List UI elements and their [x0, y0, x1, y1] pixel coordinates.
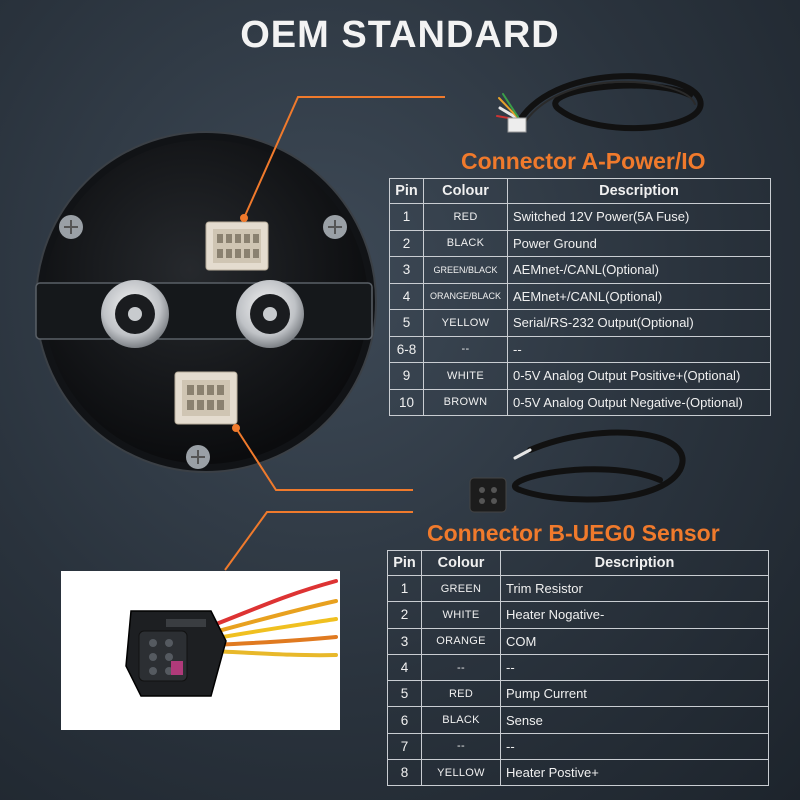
- description-cell: Heater Postive+: [500, 759, 769, 787]
- pin-cell: 9: [389, 362, 424, 390]
- colour-cell: BLACK: [423, 229, 508, 257]
- gauge-back: [35, 131, 377, 473]
- screw-icon: [59, 215, 83, 239]
- table-row: 7----: [387, 732, 769, 761]
- description-cell: --: [500, 653, 769, 682]
- cable-b: [469, 429, 686, 513]
- connector-a-title: Connector A-Power/IO: [461, 148, 706, 174]
- connector-b-title: Connector B-UEG0 Sensor: [427, 520, 720, 546]
- description-cell: Switched 12V Power(5A Fuse): [507, 203, 771, 231]
- pin-cell: 10: [389, 388, 424, 416]
- pin-cell: 4: [389, 282, 424, 310]
- pin-header: Pin: [389, 178, 424, 204]
- mounting-nut-icon: [101, 280, 169, 348]
- colour-cell: WHITE: [423, 362, 508, 390]
- description-cell: --: [507, 335, 771, 363]
- colour-header: Colour: [423, 178, 508, 204]
- table-row: 6-8----: [389, 335, 771, 363]
- description-cell: 0-5V Analog Output Negative-(Optional): [507, 388, 771, 416]
- description-cell: Serial/RS-232 Output(Optional): [507, 309, 771, 337]
- pin-cell: 2: [387, 601, 422, 629]
- pin-cell: 1: [387, 574, 422, 603]
- screw-icon: [186, 445, 210, 469]
- sensor-plug-icon: [125, 579, 338, 697]
- cable-a: [496, 73, 704, 133]
- connector-b-socket: [174, 371, 238, 425]
- colour-cell: YELLOW: [423, 309, 508, 337]
- colour-cell: ORANGE: [421, 627, 501, 655]
- colour-header: Colour: [421, 550, 501, 576]
- sensor-plug-photo: [61, 571, 340, 730]
- description-cell: AEMnet-/CANL(Optional): [507, 256, 771, 284]
- description-cell: 0-5V Analog Output Positive+(Optional): [507, 362, 771, 390]
- colour-cell: ORANGE/BLACK: [423, 282, 508, 310]
- description-cell: Pump Current: [500, 680, 769, 708]
- colour-cell: --: [421, 653, 501, 682]
- description-cell: AEMnet+/CANL(Optional): [507, 282, 771, 310]
- pin-cell: 6-8: [389, 335, 424, 363]
- colour-cell: --: [423, 335, 508, 363]
- mounting-nut-icon: [236, 280, 304, 348]
- description-cell: Trim Resistor: [500, 574, 769, 603]
- colour-cell: RED: [421, 680, 501, 708]
- colour-cell: WHITE: [421, 601, 501, 629]
- pin-cell: 1: [389, 203, 424, 231]
- leader-lines: [224, 96, 445, 571]
- colour-cell: BLACK: [421, 706, 501, 734]
- description-cell: Heater Nogative-: [500, 601, 769, 629]
- screw-icon: [323, 215, 347, 239]
- description-header: Description: [507, 178, 771, 204]
- colour-cell: YELLOW: [421, 759, 501, 787]
- pin-header: Pin: [387, 550, 422, 576]
- colour-cell: RED: [423, 203, 508, 231]
- pin-cell: 5: [387, 680, 422, 708]
- pin-cell: 5: [389, 309, 424, 337]
- table-header-row: Pin Colour Description: [387, 550, 769, 576]
- table-header-row: Pin Colour Description: [389, 178, 771, 204]
- description-cell: --: [500, 732, 769, 761]
- pin-cell: 3: [387, 627, 422, 655]
- pin-cell: 4: [387, 653, 422, 682]
- description-cell: Sense: [500, 706, 769, 734]
- description-cell: Power Ground: [507, 229, 771, 257]
- description-cell: COM: [500, 627, 769, 655]
- description-header: Description: [500, 550, 769, 576]
- pin-cell: 3: [389, 256, 424, 284]
- page-title: OEM STANDARD: [240, 14, 560, 56]
- pin-cell: 8: [387, 759, 422, 787]
- colour-cell: --: [421, 732, 501, 761]
- pin-cell: 2: [389, 229, 424, 257]
- connector-a-socket: [205, 221, 269, 271]
- colour-cell: GREEN: [421, 574, 501, 603]
- pin-cell: 6: [387, 706, 422, 734]
- pin-cell: 7: [387, 732, 422, 761]
- table-row: 4----: [387, 653, 769, 682]
- colour-cell: BROWN: [423, 388, 508, 416]
- colour-cell: GREEN/BLACK: [423, 256, 508, 284]
